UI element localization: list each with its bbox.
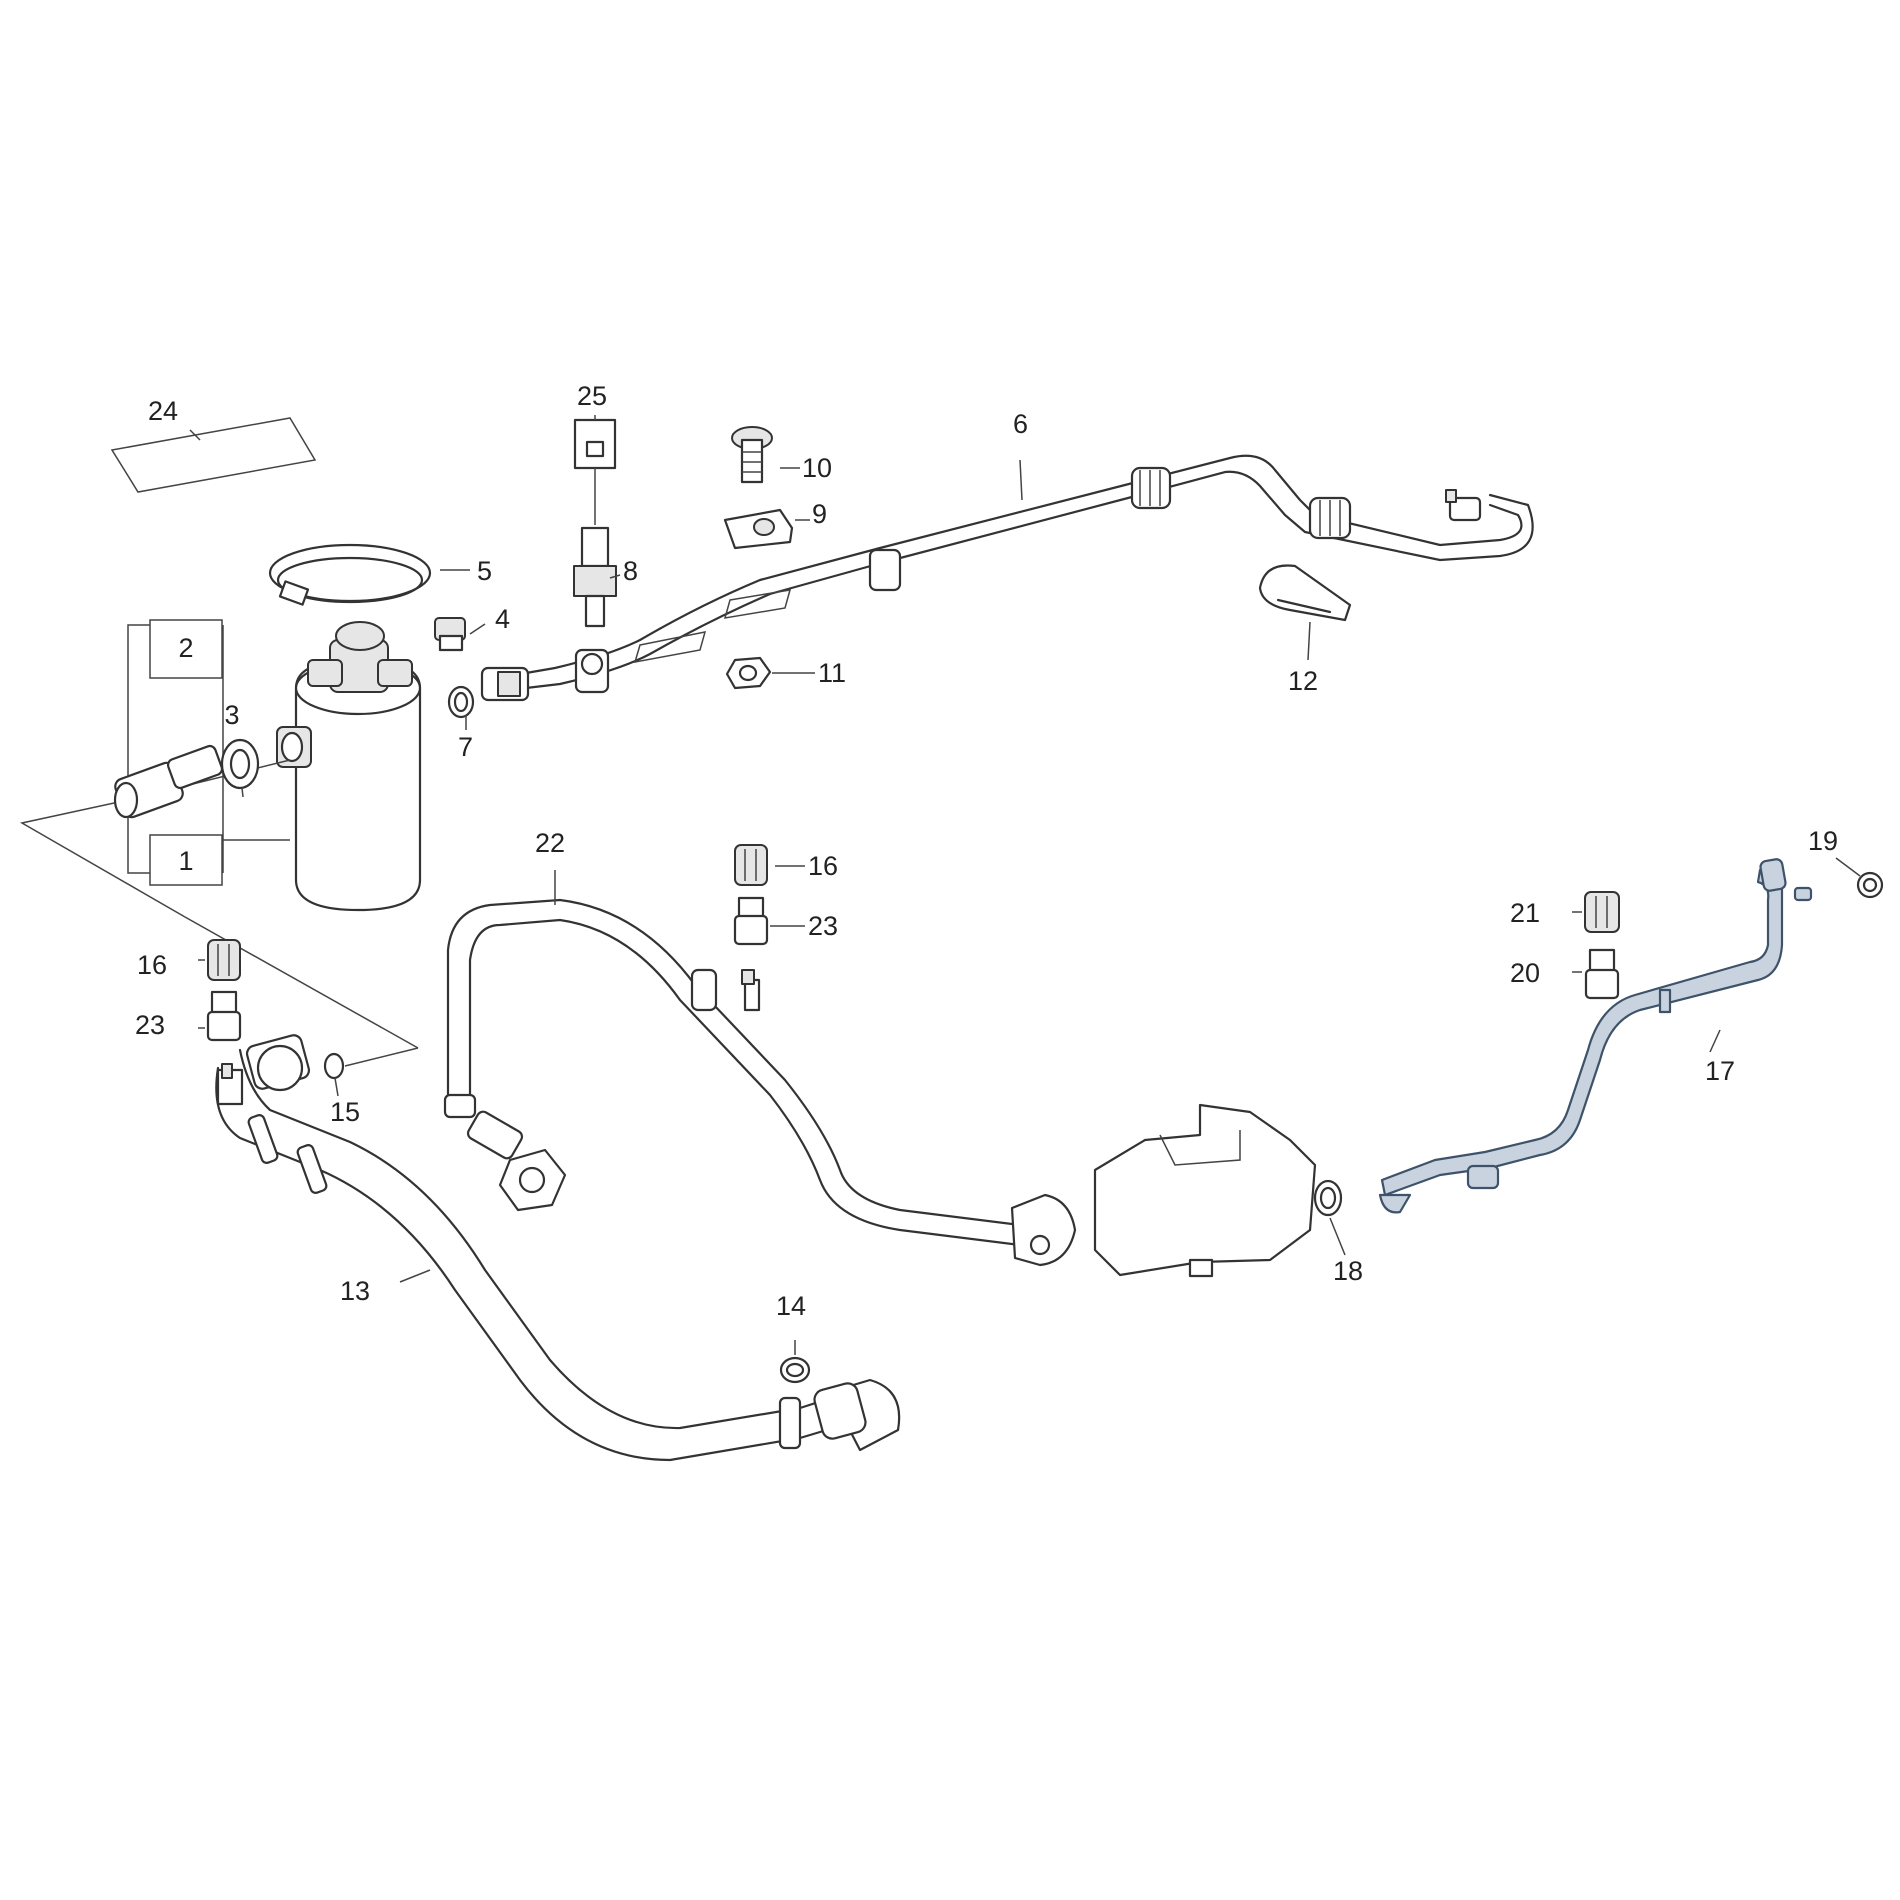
part-21-cap bbox=[1584, 891, 1620, 933]
pipe-bracket-clip bbox=[633, 589, 792, 663]
callout-20: 20 bbox=[1510, 958, 1540, 988]
callout-8: 8 bbox=[623, 556, 638, 586]
callout-12: 12 bbox=[1288, 666, 1318, 696]
pipe-mid-fitting bbox=[868, 548, 902, 592]
callout-box-2 bbox=[149, 619, 223, 679]
callout-19: 19 bbox=[1808, 826, 1838, 856]
callout-16b: 16 bbox=[808, 851, 838, 881]
callout-2: 2 bbox=[178, 633, 193, 663]
compressor bbox=[1093, 1103, 1317, 1278]
part-9-bracket bbox=[723, 508, 794, 550]
hose-13-fitting-top bbox=[216, 1034, 328, 1194]
callout-22: 22 bbox=[535, 828, 565, 858]
part-20-valve bbox=[1584, 948, 1620, 1000]
callout-16a: 16 bbox=[137, 950, 167, 980]
part-14-o-ring bbox=[779, 1356, 811, 1384]
callout-11: 11 bbox=[818, 658, 846, 688]
receiver-drier bbox=[276, 621, 422, 912]
hose-22-fitting-left bbox=[443, 1093, 567, 1212]
part-8-pressure-switch bbox=[573, 526, 617, 628]
callout-21: 21 bbox=[1510, 898, 1540, 928]
pipe-sleeve-2 bbox=[1308, 496, 1352, 540]
part-15-o-ring bbox=[323, 1052, 345, 1080]
part-19-o-ring bbox=[1856, 871, 1884, 899]
part-23-valve-middle bbox=[733, 896, 769, 946]
part-16-cap-left bbox=[207, 939, 241, 981]
part-25-connector bbox=[573, 418, 617, 525]
part-5-clamp bbox=[268, 543, 432, 606]
part-3-washer bbox=[220, 738, 260, 790]
pipe-expansion-fitting bbox=[480, 666, 530, 702]
callout-23a: 23 bbox=[135, 1010, 165, 1040]
assembly-bracket bbox=[19, 624, 419, 1067]
part-16-cap-middle bbox=[734, 844, 768, 886]
callout-1: 1 bbox=[178, 846, 193, 876]
part-24-label-sheet bbox=[110, 417, 317, 493]
callout-7: 7 bbox=[458, 732, 473, 762]
callout-4: 4 bbox=[495, 604, 510, 634]
part-12-clip bbox=[1258, 564, 1352, 622]
hose-22-service-port bbox=[690, 968, 761, 1012]
part-1-2-switch-adapter bbox=[113, 744, 224, 819]
part-23-valve-left bbox=[206, 990, 242, 1042]
callout-14: 14 bbox=[776, 1291, 806, 1321]
part-7-o-ring bbox=[447, 685, 475, 719]
callout-24: 24 bbox=[148, 396, 178, 426]
pipe-fitting-left bbox=[574, 648, 610, 694]
part-4-plug bbox=[434, 617, 466, 652]
part-10-bolt bbox=[731, 426, 773, 484]
hose-22-block-flange bbox=[1010, 1193, 1077, 1267]
part-6-pipe bbox=[480, 454, 1534, 702]
pipe-end-nipple bbox=[1445, 489, 1482, 522]
callout-25: 25 bbox=[577, 381, 607, 411]
callout-9: 9 bbox=[812, 499, 827, 529]
pipe-sleeve-1 bbox=[1130, 466, 1172, 510]
callout-10: 10 bbox=[802, 453, 832, 483]
callout-5: 5 bbox=[477, 556, 492, 586]
callout-23b: 23 bbox=[808, 911, 838, 941]
part-22-hose bbox=[443, 898, 1077, 1267]
callout-17: 17 bbox=[1705, 1056, 1735, 1086]
part-17-hose bbox=[1378, 858, 1813, 1214]
callout-3: 3 bbox=[224, 700, 239, 730]
hose-13-fitting-bottom bbox=[778, 1378, 901, 1452]
callout-labels: 1 2 3 4 5 6 7 8 9 10 11 12 13 14 15 16 1… bbox=[135, 381, 1838, 1321]
leader-lines bbox=[189, 415, 1861, 1355]
callout-6: 6 bbox=[1013, 409, 1028, 439]
callout-18: 18 bbox=[1333, 1256, 1363, 1286]
part-18-o-ring bbox=[1313, 1179, 1343, 1217]
part-13-hose bbox=[215, 1034, 901, 1462]
callout-15: 15 bbox=[330, 1097, 360, 1127]
callout-13: 13 bbox=[340, 1276, 370, 1306]
callout-box-1 bbox=[149, 834, 223, 886]
part-11-nut bbox=[725, 656, 772, 690]
